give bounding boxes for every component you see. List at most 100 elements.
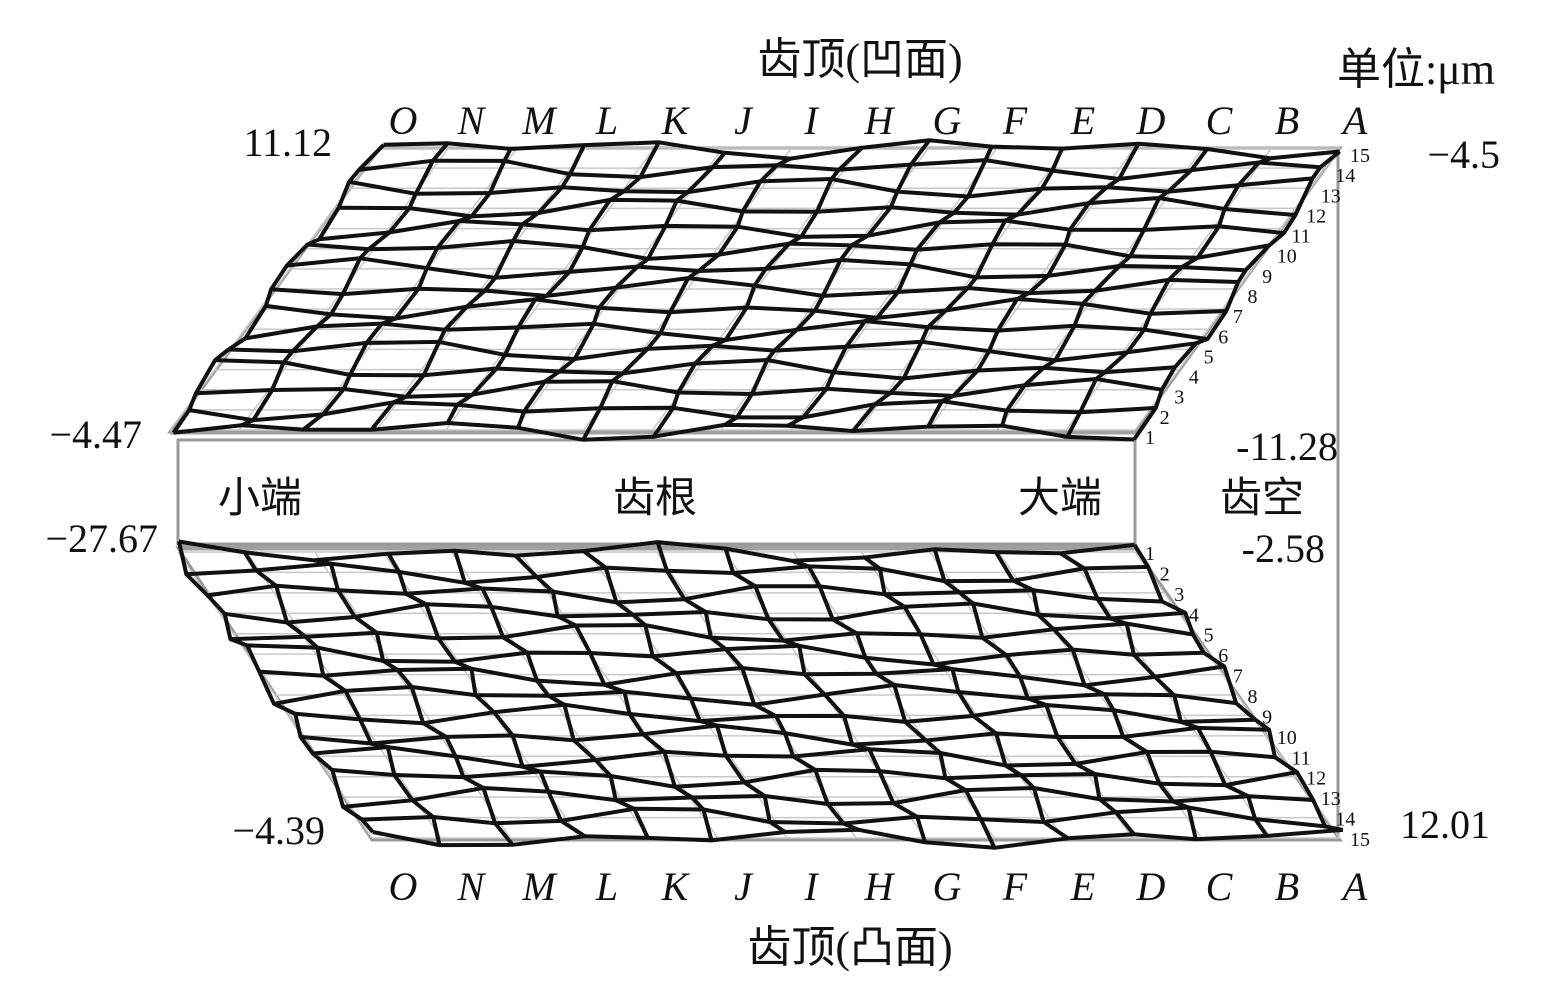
small-end-label: 小端 [218, 476, 302, 522]
mesh-line-column [723, 548, 927, 843]
mesh-line-column [453, 550, 650, 839]
value-concave-top-right: −4.5 [1427, 132, 1500, 177]
column-label-F: F [1002, 98, 1028, 143]
column-label-B: B [1275, 98, 1299, 143]
value-convex-bottom-right: 12.01 [1400, 802, 1490, 847]
mesh-line-column [313, 558, 515, 847]
row-label-6: 6 [1218, 645, 1228, 667]
mesh-line-column [786, 145, 994, 428]
value-convex-top-left: −27.67 [45, 516, 158, 561]
value-concave-top-left: 11.12 [243, 120, 332, 165]
column-label-K: K [661, 98, 691, 143]
row-label-5: 5 [1204, 346, 1214, 368]
column-label-D: D [1136, 864, 1166, 909]
column-label-G: G [933, 98, 962, 143]
column-label-M: M [521, 864, 558, 909]
column-label-J: J [734, 98, 754, 143]
concave-surface-mesh [171, 138, 1341, 442]
row-label-2: 2 [1160, 407, 1170, 429]
large-end-label: 大端 [1018, 476, 1102, 522]
mesh-line-column [651, 146, 864, 438]
mesh-line-column [1059, 551, 1269, 838]
row-label-14: 14 [1335, 165, 1355, 187]
reference-grid-column [1065, 147, 1273, 431]
mesh-line-column [1000, 147, 1209, 427]
mesh-line-column [581, 156, 792, 441]
column-label-F: F [1002, 864, 1028, 909]
row-label-9: 9 [1262, 266, 1272, 288]
column-label-H: H [864, 864, 896, 909]
mesh-line-column [926, 142, 1141, 428]
row-label-7: 7 [1233, 666, 1243, 688]
row-label-8: 8 [1248, 686, 1258, 708]
row-label-11: 11 [1291, 747, 1310, 769]
value-concave-bottom-right: -11.28 [1236, 424, 1338, 469]
column-label-O: O [389, 864, 418, 909]
row-label-12: 12 [1306, 768, 1326, 790]
row-label-4: 4 [1189, 367, 1199, 389]
column-label-I: I [803, 98, 819, 143]
value-convex-top-right: -2.58 [1242, 526, 1325, 571]
column-label-J: J [734, 864, 754, 909]
column-label-H: H [864, 98, 896, 143]
row-label-1: 1 [1145, 543, 1155, 565]
mesh-line-column [723, 139, 931, 427]
column-label-B: B [1275, 864, 1299, 909]
mesh-line-column [994, 551, 1198, 840]
row-label-13: 13 [1321, 788, 1341, 810]
row-label-3: 3 [1174, 387, 1184, 409]
mesh-line-column [240, 142, 449, 428]
mesh-line-column [177, 541, 375, 834]
value-convex-bottom-left: −4.39 [232, 808, 325, 853]
column-label-O: O [389, 98, 418, 143]
mesh-line-column [932, 548, 1136, 836]
row-label-15: 15 [1350, 829, 1370, 851]
column-label-K: K [661, 864, 691, 909]
concave-title: 齿顶(凹面) [757, 35, 962, 84]
tooth-space-label: 齿空 [1220, 475, 1304, 522]
convex-surface-mesh [177, 539, 1344, 850]
column-label-N: N [457, 864, 487, 909]
mesh-line-column [1132, 149, 1341, 441]
unit-label: 单位:μm [1337, 45, 1495, 94]
row-label-2: 2 [1160, 563, 1170, 585]
mesh-line-column [386, 552, 587, 838]
mesh-line-column [1132, 543, 1344, 832]
row-label-7: 7 [1233, 306, 1243, 328]
row-label-8: 8 [1248, 286, 1258, 308]
column-label-C: C [1206, 98, 1234, 143]
row-label-1: 1 [1145, 427, 1155, 449]
row-label-4: 4 [1189, 604, 1199, 626]
column-label-E: E [1070, 864, 1095, 909]
column-label-L: L [595, 98, 618, 143]
row-label-13: 13 [1321, 185, 1341, 207]
row-label-12: 12 [1306, 205, 1326, 227]
mesh-line-column [655, 541, 860, 832]
row-label-3: 3 [1174, 584, 1184, 606]
mesh-line-column [863, 555, 1070, 840]
mesh-line-column [369, 144, 586, 432]
row-label-6: 6 [1218, 326, 1228, 348]
row-label-9: 9 [1262, 706, 1272, 728]
mesh-line-column [516, 151, 727, 429]
row-label-10: 10 [1277, 246, 1297, 268]
column-label-E: E [1070, 98, 1095, 143]
mesh-line-column [1065, 156, 1272, 438]
row-label-14: 14 [1335, 809, 1355, 831]
column-label-L: L [595, 864, 618, 909]
root-label: 齿根 [613, 476, 697, 522]
mesh-line-column [171, 143, 386, 434]
mesh-line-column [301, 147, 513, 432]
column-label-A: A [1340, 98, 1368, 143]
mesh-line-column [851, 147, 1064, 433]
value-concave-bottom-left: −4.47 [49, 412, 142, 457]
row-label-10: 10 [1277, 727, 1297, 749]
row-label-15: 15 [1350, 145, 1370, 167]
column-label-C: C [1206, 864, 1234, 909]
mesh-line-column [582, 549, 787, 834]
